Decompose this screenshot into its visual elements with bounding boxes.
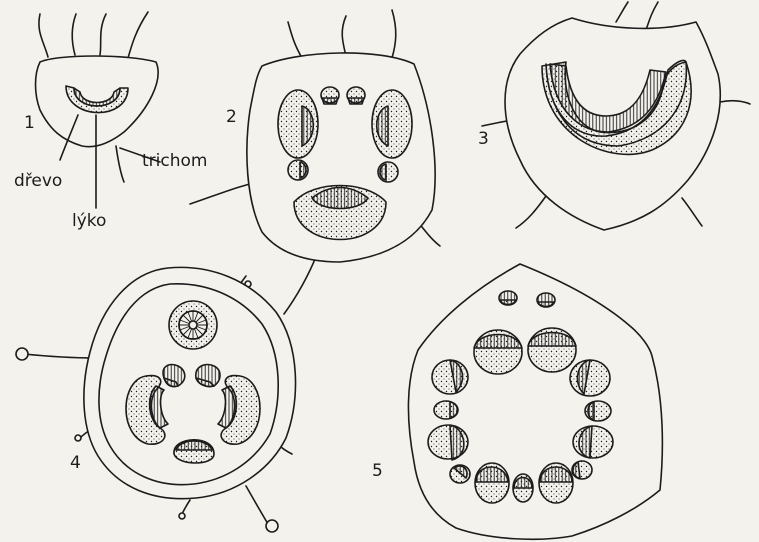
panel-2-section (190, 10, 440, 314)
panel-number-1: 1 (24, 113, 35, 133)
panel-number-3: 3 (478, 129, 489, 149)
panel-number-2: 2 (226, 107, 237, 127)
panel-5-section (408, 264, 662, 539)
trichome-hair (39, 14, 48, 57)
panel-4-section (16, 267, 295, 532)
panel-number-5: 5 (372, 461, 383, 481)
label-xylem: dřevo (14, 171, 62, 191)
label-trichome: trichom (142, 151, 207, 171)
label-phloem: lýko (72, 211, 106, 231)
panel-3-section (482, 2, 750, 230)
panel-number-4: 4 (70, 453, 81, 473)
